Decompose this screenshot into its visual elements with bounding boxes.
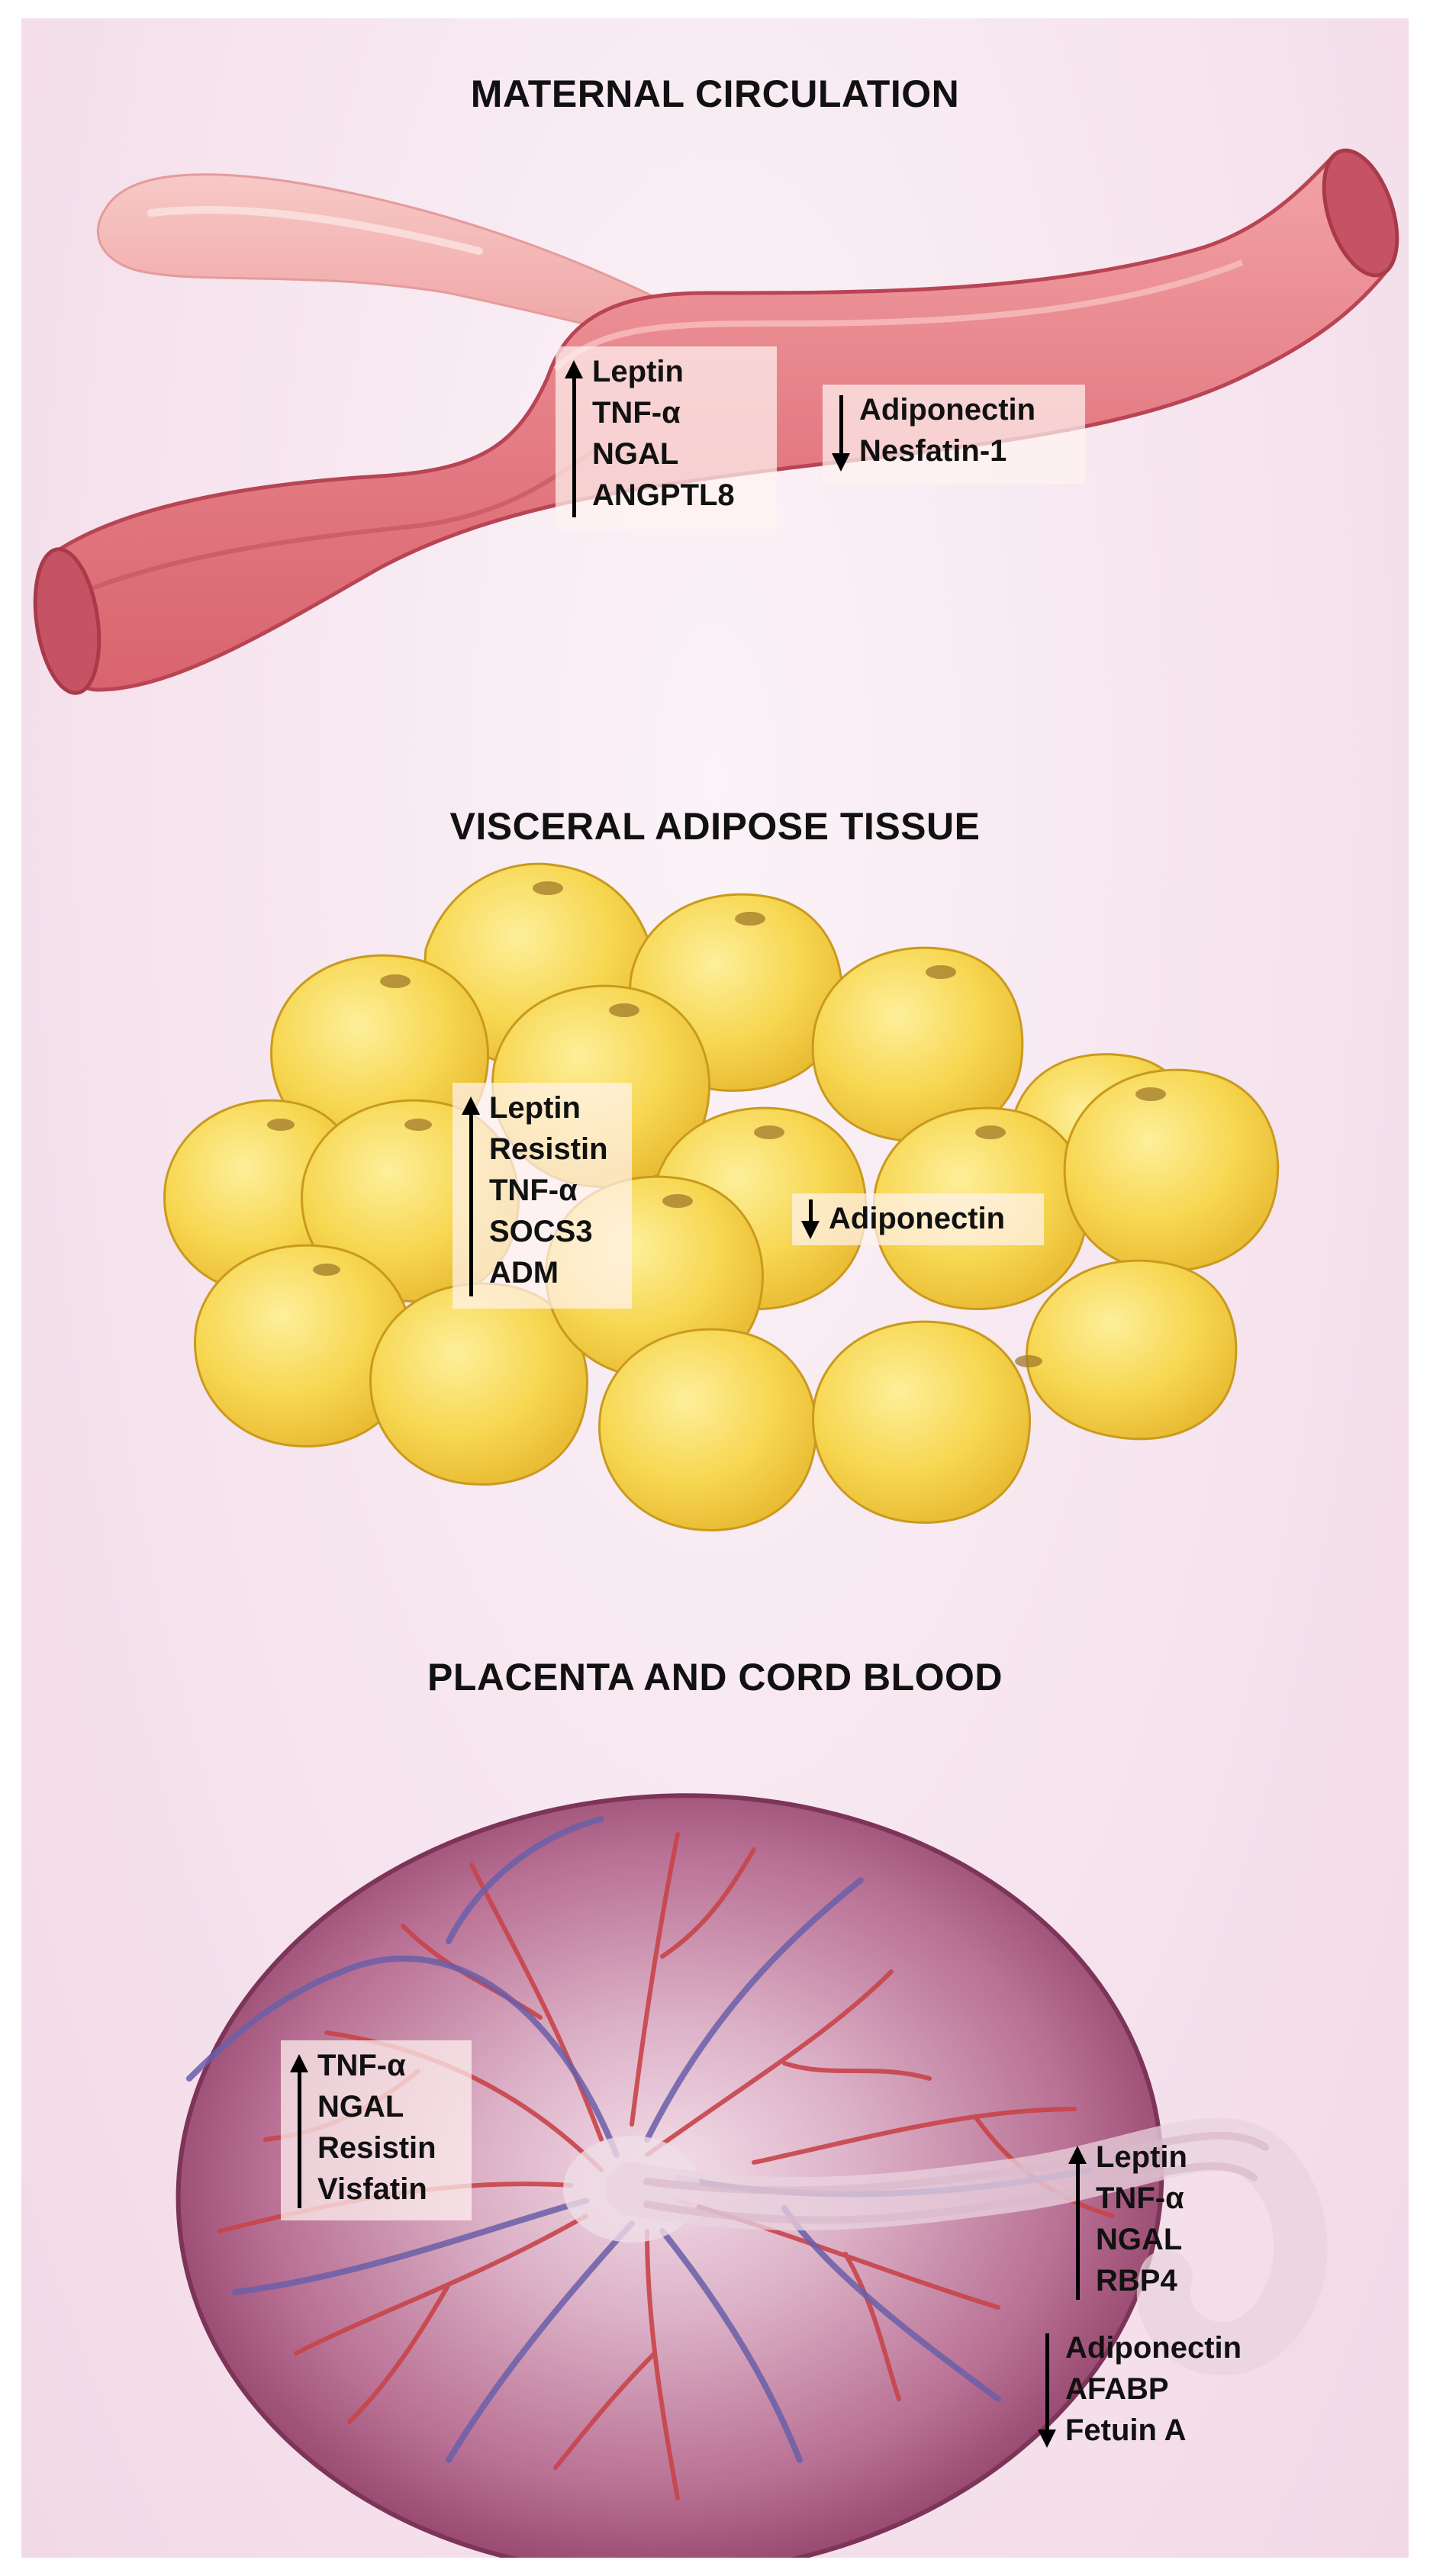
cord-decreased-list: Adiponectin AFABP Fetuin A <box>1029 2323 1280 2460</box>
adipocyte-cluster-icon <box>163 862 1280 1531</box>
up-arrow-icon <box>462 1096 480 1296</box>
cord-increased-list: Leptin TNF-α NGAL RBP4 <box>1059 2132 1258 2312</box>
cord-up-item: Leptin <box>1096 2140 1187 2174</box>
up-arrow-icon <box>1068 2146 1087 2300</box>
adipose-decreased-list: Adiponectin <box>792 1193 1044 1245</box>
adipose-up-item: ADM <box>489 1256 559 1290</box>
cord-up-item: RBP4 <box>1096 2264 1177 2297</box>
visceral-adipose-title: VISCERAL ADIPOSE TISSUE <box>449 805 981 848</box>
placenta-up-item: NGAL <box>317 2090 404 2124</box>
cord-down-item: Adiponectin <box>1065 2331 1242 2365</box>
placenta-up-item: TNF-α <box>317 2049 406 2082</box>
placenta-up-item: Visfatin <box>317 2172 427 2206</box>
maternal-up-item: Leptin <box>592 355 684 388</box>
up-arrow-icon <box>565 360 583 517</box>
maternal-circulation-title: MATERNAL CIRCULATION <box>470 72 960 115</box>
maternal-decreased-list: Adiponectin Nesfatin-1 <box>823 385 1085 484</box>
adipose-up-item: Resistin <box>489 1132 608 1166</box>
figure-canvas: MATERNAL CIRCULATION VISCERAL ADIPOSE TI… <box>21 18 1409 2558</box>
umbilical-cord-icon <box>605 2117 1328 2376</box>
maternal-down-item: Adiponectin <box>859 393 1036 427</box>
adipose-up-item: TNF-α <box>489 1174 578 1207</box>
down-arrow-icon <box>1038 2333 1056 2448</box>
adipose-down-item: Adiponectin <box>829 1202 1006 1235</box>
maternal-up-item: TNF-α <box>592 396 681 430</box>
adipose-increased-list: Leptin Resistin TNF-α SOCS3 ADM <box>453 1083 632 1309</box>
placenta-cord-title: PLACENTA AND CORD BLOOD <box>427 1656 1003 1699</box>
placenta-up-item: Resistin <box>317 2131 436 2165</box>
maternal-up-item: ANGPTL8 <box>592 478 735 512</box>
cord-down-item: Fetuin A <box>1065 2413 1187 2447</box>
down-arrow-icon <box>832 395 850 472</box>
down-arrow-icon <box>801 1199 820 1239</box>
maternal-increased-list: Leptin TNF-α NGAL ANGPTL8 <box>556 346 777 530</box>
placenta-increased-list: TNF-α NGAL Resistin Visfatin <box>281 2040 472 2220</box>
cord-up-item: NGAL <box>1096 2223 1183 2256</box>
cord-up-item: TNF-α <box>1096 2182 1184 2215</box>
maternal-down-item: Nesfatin-1 <box>859 434 1007 468</box>
adipose-up-item: SOCS3 <box>489 1215 593 1248</box>
maternal-up-item: NGAL <box>592 437 679 471</box>
up-arrow-icon <box>290 2054 308 2208</box>
cord-down-item: AFABP <box>1065 2372 1169 2406</box>
adipose-up-item: Leptin <box>489 1091 581 1125</box>
